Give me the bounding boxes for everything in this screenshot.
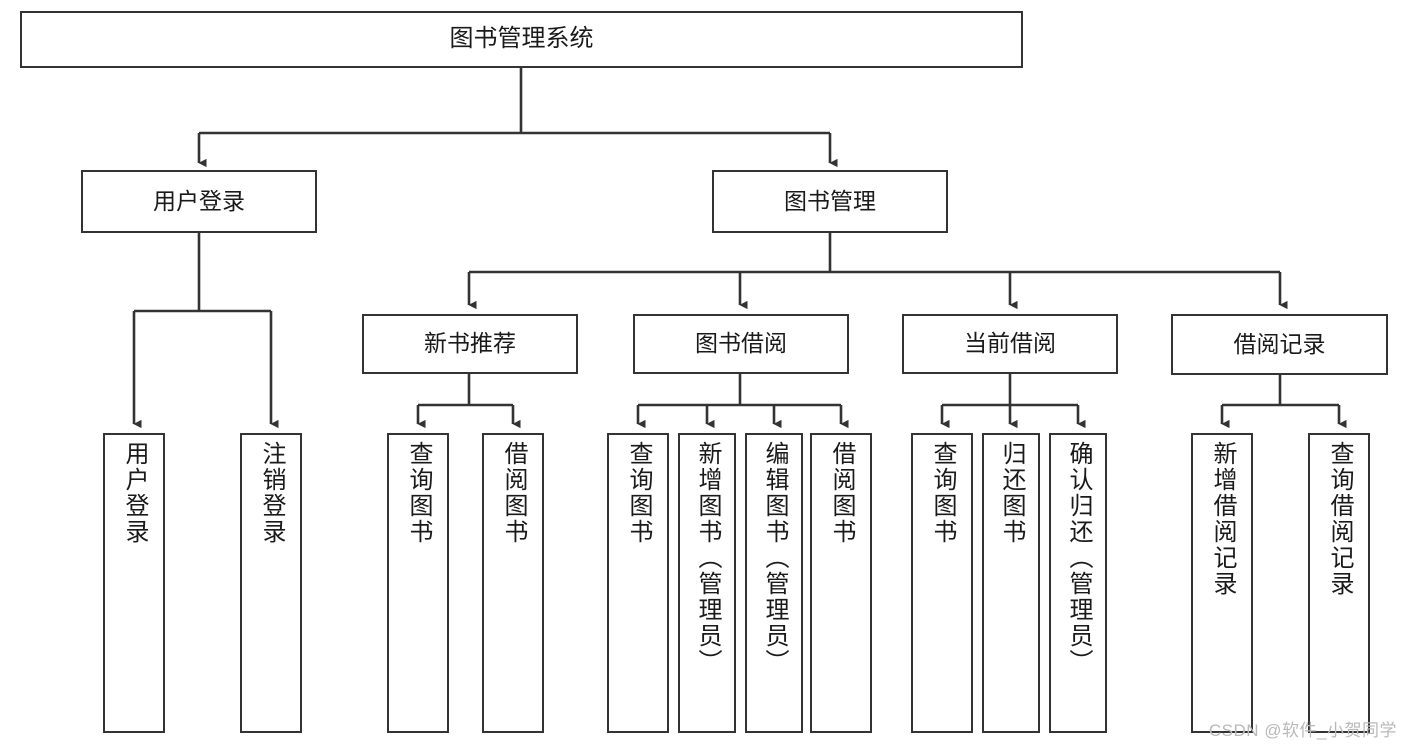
leaf-current-query-book[interactable]: 查询图书	[911, 433, 973, 733]
watermark-text: CSDN @软件_小贺同学	[1208, 721, 1397, 740]
node-label: 查询图书	[405, 441, 432, 545]
node-borrow-record[interactable]: 借阅记录	[1171, 314, 1388, 375]
node-label: 确认归还（管理员）	[1065, 441, 1092, 675]
leaf-borrow-add-book-admin[interactable]: 新增图书（管理员）	[678, 433, 736, 733]
node-label: 新增借阅记录	[1209, 441, 1236, 597]
node-label: 图书管理	[784, 187, 876, 214]
node-label: 图书管理系统	[449, 25, 594, 53]
node-label: 图书借阅	[695, 330, 787, 357]
node-label: 借阅记录	[1233, 330, 1326, 357]
node-label: 用户登录	[121, 441, 148, 545]
node-label: 用户登录	[153, 187, 245, 214]
leaf-recommend-query-book[interactable]: 查询图书	[387, 433, 449, 733]
node-current-borrow[interactable]: 当前借阅	[902, 314, 1118, 374]
leaf-recommend-borrow-book[interactable]: 借阅图书	[482, 433, 544, 733]
node-user-login[interactable]: 用户登录	[81, 170, 317, 233]
leaf-user-login-logout[interactable]: 注销登录	[240, 433, 302, 733]
node-book-management[interactable]: 图书管理	[712, 170, 948, 233]
leaf-user-login-login[interactable]: 用户登录	[103, 433, 165, 733]
node-label: 查询借阅记录	[1326, 441, 1353, 597]
node-root-book-management-system[interactable]: 图书管理系统	[20, 11, 1023, 68]
node-label: 归还图书	[998, 441, 1025, 545]
leaf-record-add-record[interactable]: 新增借阅记录	[1191, 433, 1253, 733]
leaf-current-confirm-return-admin[interactable]: 确认归还（管理员）	[1049, 433, 1107, 733]
leaf-record-query-record[interactable]: 查询借阅记录	[1308, 433, 1370, 733]
leaf-current-return-book[interactable]: 归还图书	[982, 433, 1040, 733]
node-new-book-recommend[interactable]: 新书推荐	[362, 314, 578, 374]
node-book-borrow[interactable]: 图书借阅	[633, 314, 849, 374]
node-label: 新书推荐	[424, 330, 516, 357]
leaf-borrow-borrow-book[interactable]: 借阅图书	[810, 433, 872, 733]
node-label: 借阅图书	[500, 441, 527, 545]
leaf-borrow-query-book[interactable]: 查询图书	[607, 433, 669, 733]
leaf-borrow-edit-book-admin[interactable]: 编辑图书（管理员）	[745, 433, 803, 733]
node-label: 当前借阅	[964, 330, 1056, 357]
node-label: 查询图书	[625, 441, 652, 545]
node-label: 查询图书	[929, 441, 956, 545]
node-label: 新增图书（管理员）	[694, 441, 721, 675]
node-label: 借阅图书	[828, 441, 855, 545]
node-label: 编辑图书（管理员）	[761, 441, 788, 675]
node-label: 注销登录	[258, 441, 285, 545]
